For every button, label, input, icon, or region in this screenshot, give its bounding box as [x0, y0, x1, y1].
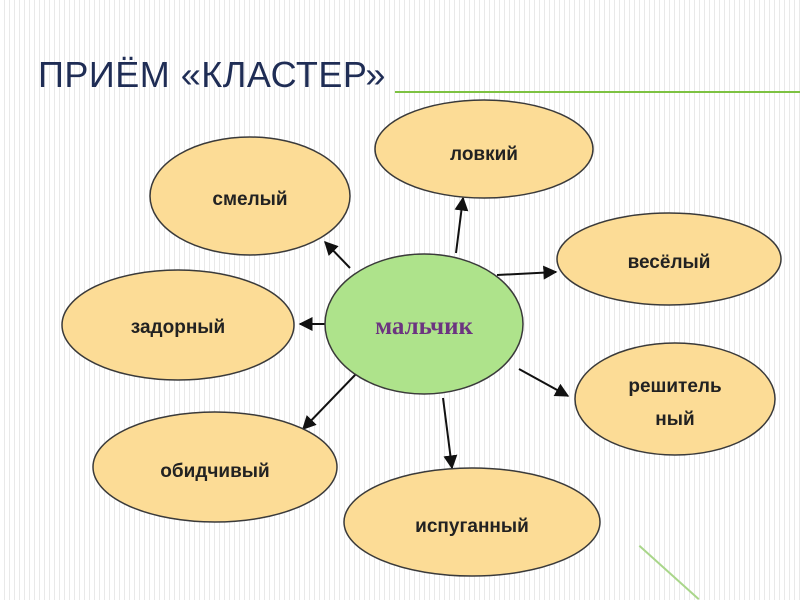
node-bubble [556, 212, 782, 306]
node-label-line2: ный [655, 409, 694, 430]
arrow-to-obidchivyi [302, 373, 357, 431]
arrow-to-lovkii [454, 196, 469, 254]
node-bubble [574, 342, 776, 456]
arrow-to-smelyi [324, 240, 351, 269]
title-underline [395, 91, 800, 93]
node-bubble [374, 99, 594, 199]
node-label: ловкий [450, 144, 518, 165]
arrow-to-veselyi [496, 265, 558, 280]
center-node: мальчик [324, 253, 524, 395]
node-label: весёлый [628, 252, 711, 273]
arrows [298, 196, 570, 470]
node-ispugannyi: испуганный [343, 467, 601, 577]
node-label: обидчивый [160, 461, 269, 482]
node-label: задорный [131, 317, 225, 338]
node-label: смелый [212, 189, 287, 210]
slide-title: ПРИЁМ «КЛАСТЕР» [38, 54, 386, 95]
node-label: испуганный [415, 516, 529, 537]
node-lovkii: ловкий [374, 99, 594, 199]
node-label-line1: решитель [628, 376, 721, 397]
node-smelyi: смелый [149, 136, 351, 256]
node-reshitelnyi: решитель ный [574, 342, 776, 456]
center-label: мальчик [375, 313, 473, 340]
node-zadornyi: задорный [61, 269, 295, 381]
center-bubble [324, 253, 524, 395]
node-bubble [61, 269, 295, 381]
node-obidchivyi: обидчивый [92, 411, 338, 523]
node-bubble [92, 411, 338, 523]
arrow-to-reshitelnyi [518, 368, 570, 397]
node-veselyi: весёлый [556, 212, 782, 306]
arrow-to-ispugannyi [442, 397, 458, 470]
node-bubble [149, 136, 351, 256]
node-bubble [343, 467, 601, 577]
